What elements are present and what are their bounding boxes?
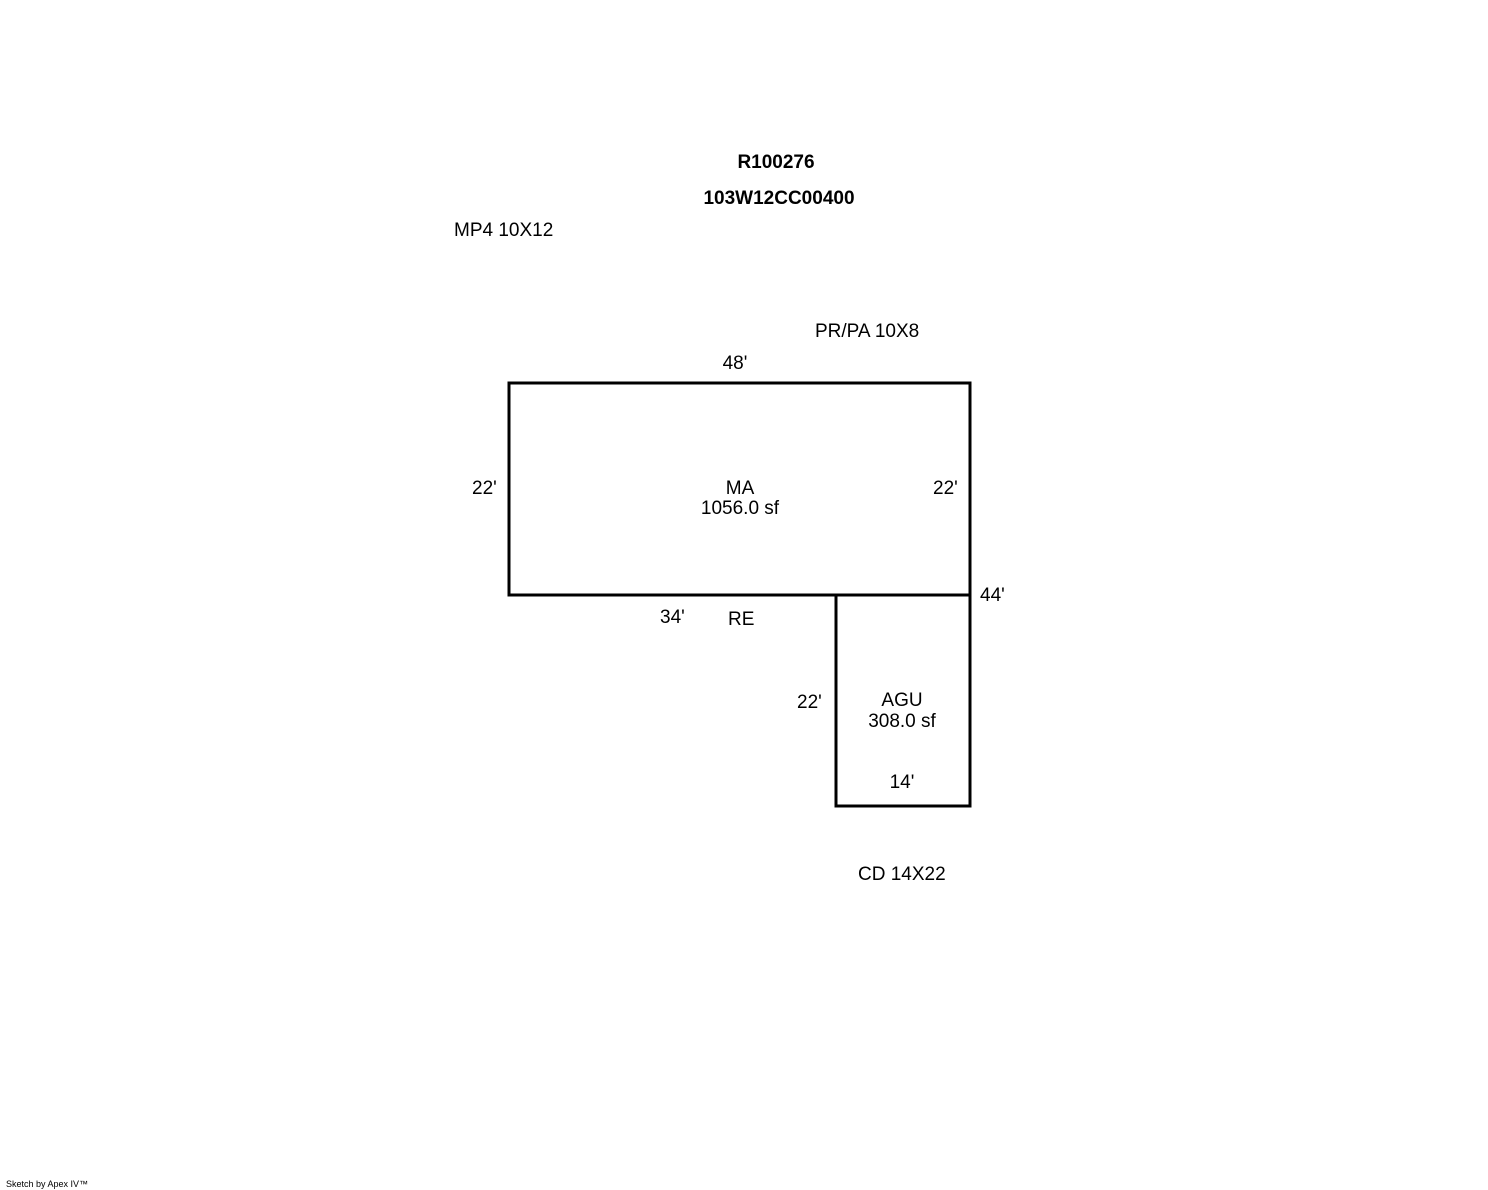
outbuilding-mp4-label: MP4 10X12: [454, 220, 554, 241]
dimension-agu-bottom: 14': [889, 772, 915, 793]
parcel-id: R100276: [737, 152, 815, 173]
garage-area-code: AGU: [881, 690, 923, 711]
dimension-ma-right: 22': [933, 478, 958, 499]
main-area-code: MA: [725, 478, 755, 499]
dimension-ma-bottom: 34': [660, 607, 685, 628]
dimension-ma-left: 22': [472, 478, 497, 499]
outbuilding-cd-label: CD 14X22: [858, 864, 946, 885]
garage-area-size: 308.0 sf: [868, 711, 936, 732]
dimension-agu-left: 22': [797, 692, 822, 713]
dimension-right-total: 44': [980, 585, 1005, 606]
main-area-size: 1056.0 sf: [700, 498, 780, 519]
main-area-outline: [507, 381, 972, 597]
dimension-ma-top: 48': [722, 353, 748, 374]
outbuilding-pr-pa-label: PR/PA 10X8: [815, 321, 920, 342]
map-number: 103W12CC00400: [703, 188, 855, 209]
garage-area-outline: [834, 593, 972, 808]
sketch-footer: Sketch by Apex IV™: [6, 1179, 89, 1189]
area-re-label: RE: [728, 609, 755, 630]
